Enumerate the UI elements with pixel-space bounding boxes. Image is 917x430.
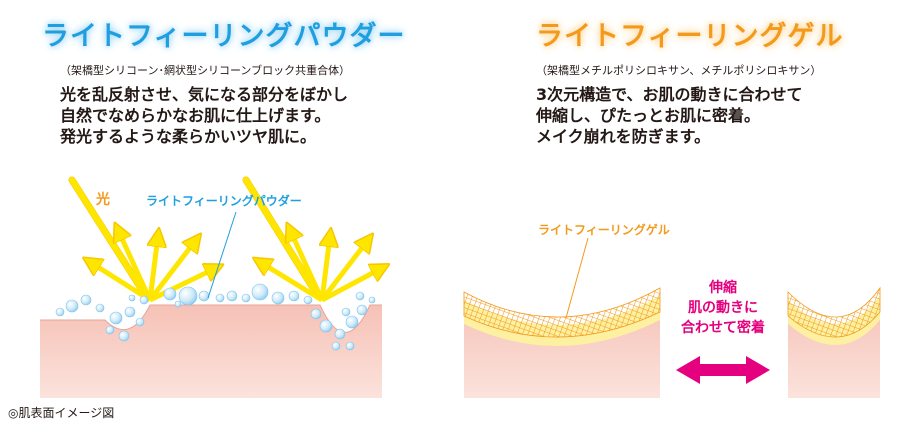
powder-description-line: 光を乱反射させ、気になる部分をぼかし [60,85,349,104]
light-label: 光 [95,191,110,208]
stretch-label-line: 肌の動きに [688,299,758,316]
gel-label: ライトフィーリングゲル [538,222,670,237]
powder-description: 光を乱反射させ、気になる部分をぼかし 自然でなめらかなお肌に仕上げます。 発光す… [60,84,348,147]
stretch-label-line: 伸縮 [708,279,737,296]
gel-skin-right-block [787,286,881,398]
gel-description: 3次元構造で、お肌の動きに合わせて 伸縮し、ぴたっとお肌に密着。 メイク崩れを防… [536,84,803,147]
light-rays-right [242,176,322,300]
gel-subtitle: （架橋型メチルポリシロキサン、メチルポリシロキサン） [536,64,822,77]
powder-description-line: 発光するような柔らかいツヤ肌に。 [60,127,317,146]
gel-description-line: メイク崩れを防ぎます。 [536,127,711,146]
powder-title: ライトフィーリングパウダー [39,19,406,55]
stretch-label-line: 合わせて密着 [681,319,765,336]
powder-label: ライトフィーリングパウダー [146,193,302,208]
reflected-rays-left [90,230,216,303]
powder-description-line: 自然でなめらかなお肌に仕上げます。 [60,106,331,125]
stretch-double-arrow [676,356,770,384]
gel-skin-left-block [463,287,661,398]
diagram-caption: ◎肌表面イメージ図 [8,406,115,420]
gel-description-line: 3次元構造で、お肌の動きに合わせて [536,85,803,104]
reflected-rays-right [260,230,382,303]
powder-skin-surface [40,304,382,333]
light-rays-left [68,176,150,300]
powder-subtitle: （架橋型シリコーン･網状型シリコーンブロック共重合体） [60,64,351,77]
powder-skin-block [40,305,382,398]
gel-title: ライトフィーリングゲル [533,19,844,55]
gel-description-line: 伸縮し、ぴたっとお肌に密着。 [536,106,761,125]
